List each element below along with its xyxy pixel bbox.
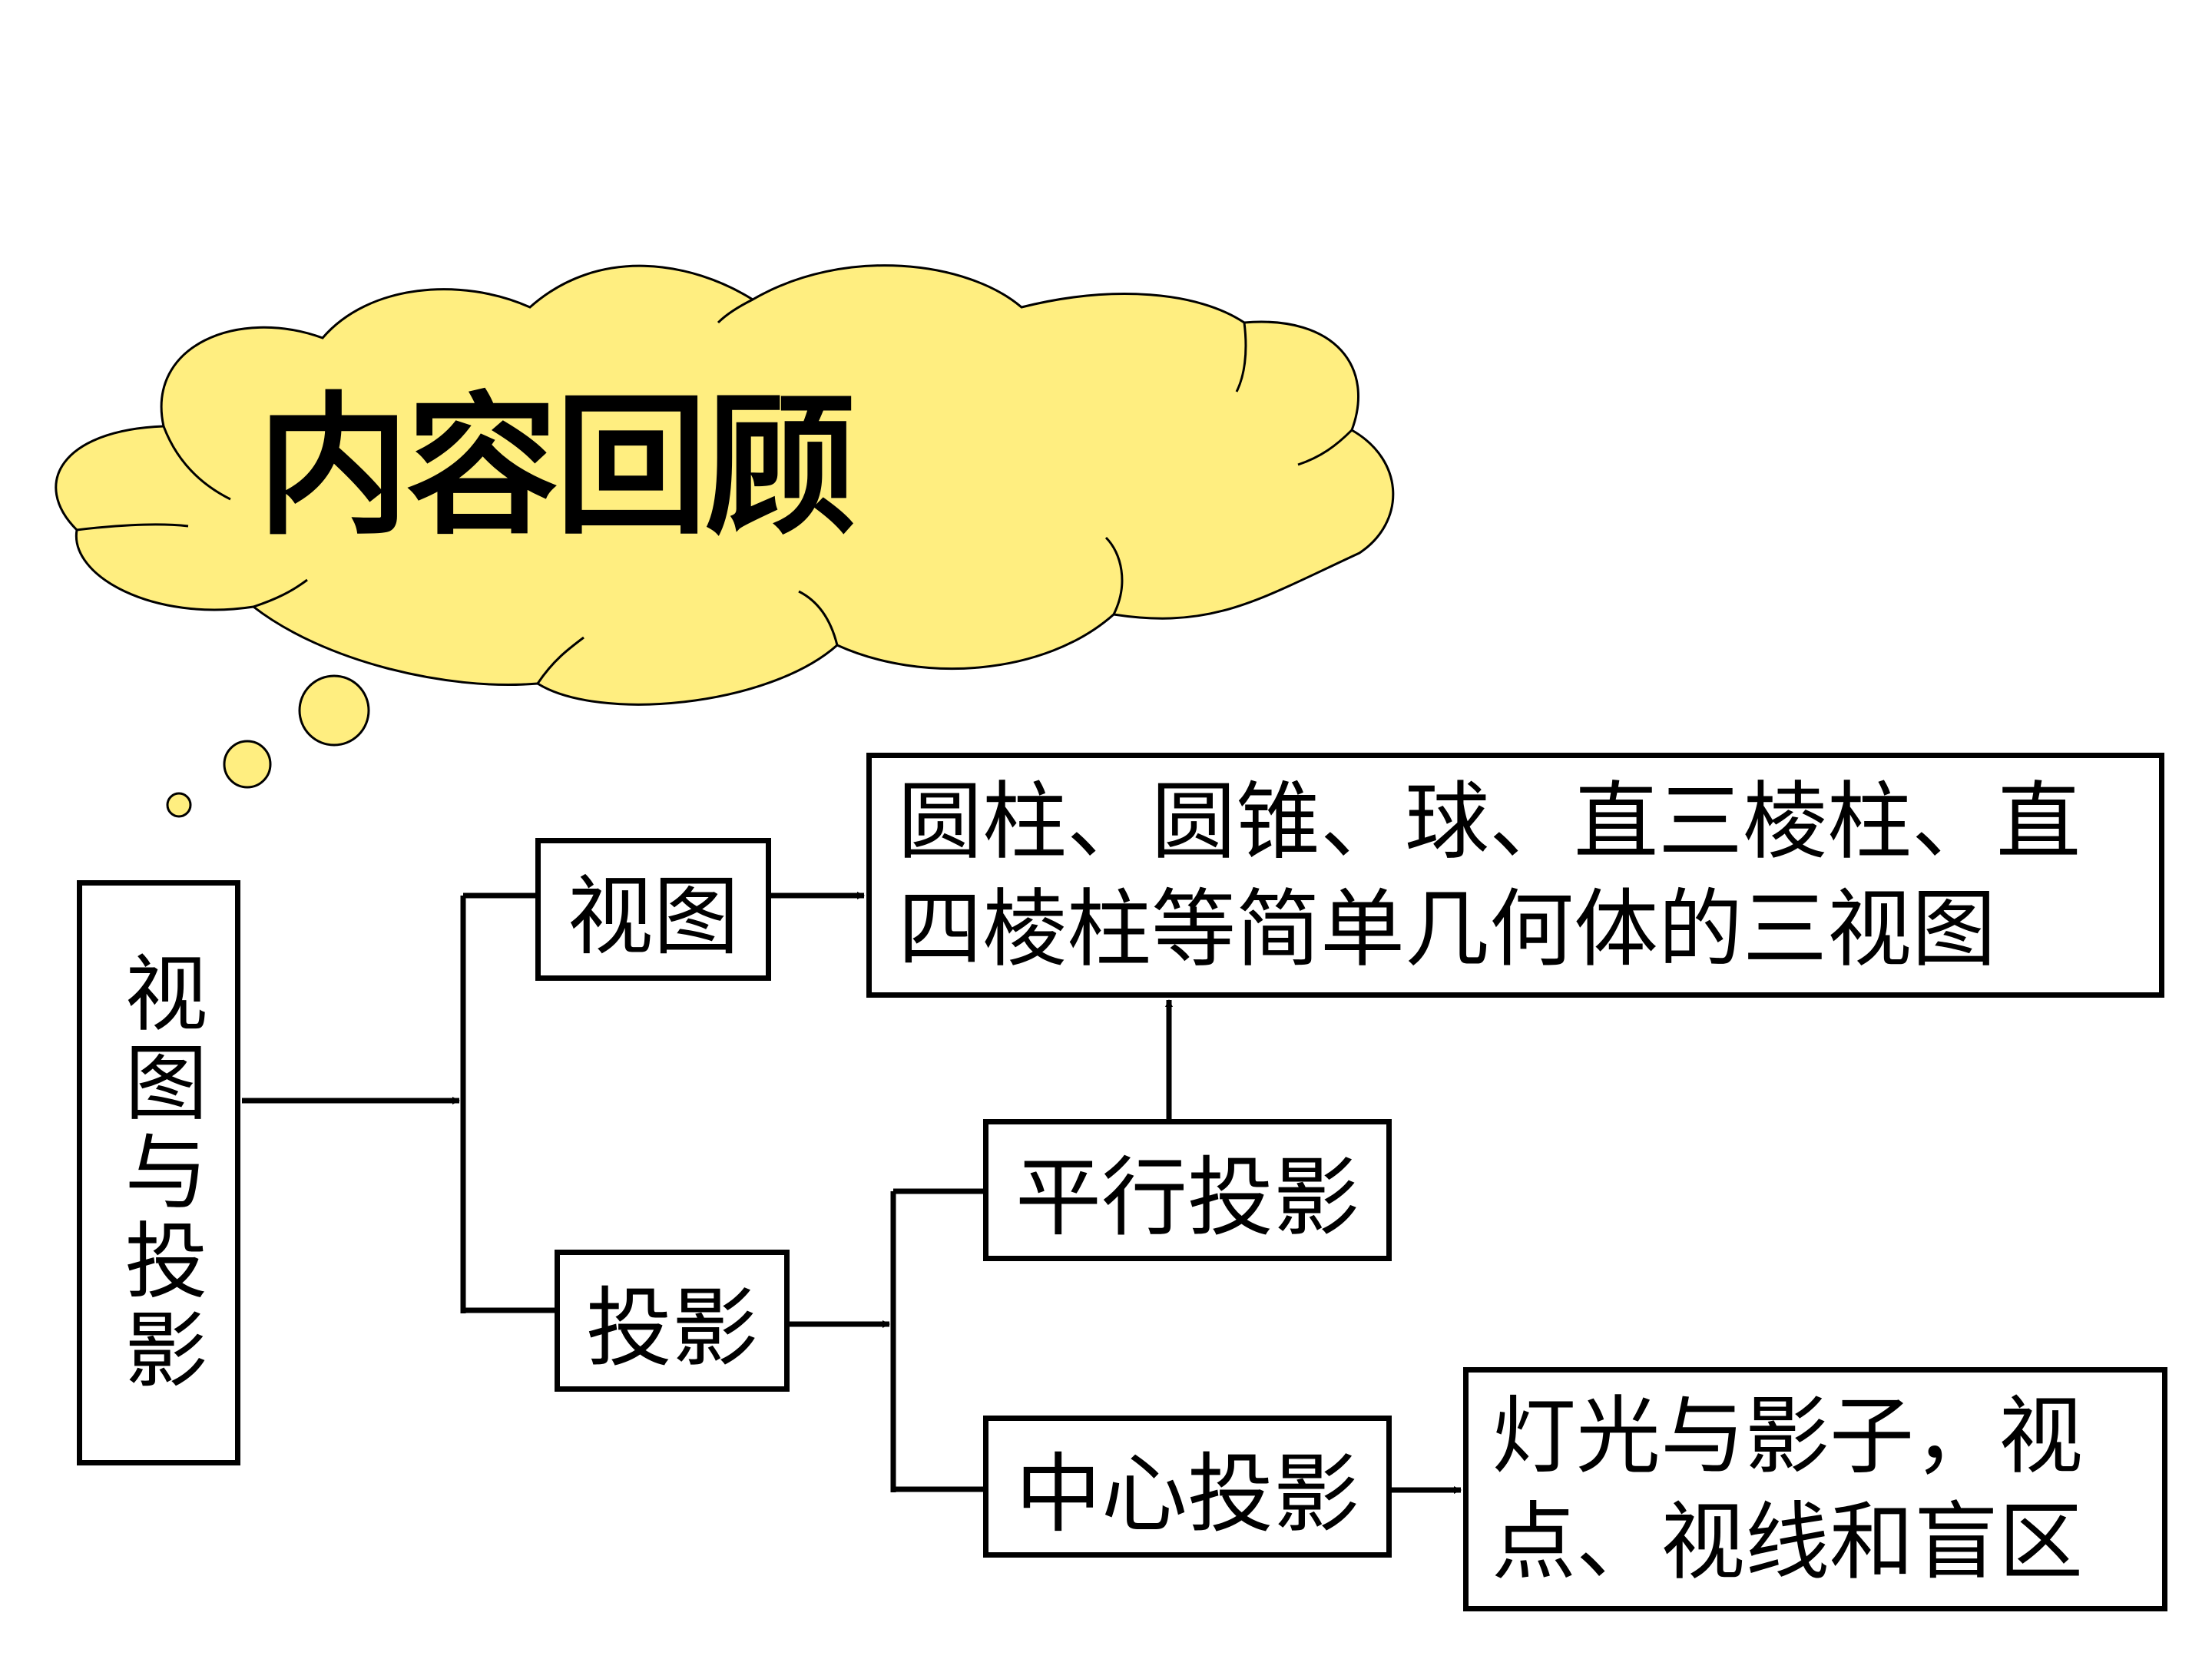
node-projection: 投影 <box>555 1250 790 1392</box>
node-central-label: 中心投影 <box>1015 1444 1359 1545</box>
cloud-inner-line <box>1104 536 1124 615</box>
node-view-label: 视图 <box>567 867 740 967</box>
thought-cloud <box>55 264 1395 818</box>
thought-bubble-large <box>298 674 370 747</box>
node-parallel-projection: 平行投影 <box>983 1119 1392 1261</box>
node-view: 视图 <box>535 838 771 981</box>
cloud-inner-line <box>1297 429 1353 466</box>
cloud-inner-line <box>253 578 308 608</box>
page-title: 内容回顾 <box>257 377 856 555</box>
cloud-inner-line <box>162 426 231 501</box>
cloud-inner-line <box>536 636 584 684</box>
cloud-inner-line <box>76 523 189 531</box>
node-root: 视图与投影 <box>77 880 240 1465</box>
thought-bubble-small <box>166 792 192 818</box>
node-parallel-label: 平行投影 <box>1015 1147 1359 1248</box>
node-central-projection: 中心投影 <box>983 1416 1392 1558</box>
cloud-inner-line <box>798 590 839 646</box>
cloud-shape <box>55 264 1395 706</box>
node-root-label: 视图与投影 <box>111 950 207 1396</box>
node-light-shadow: 灯光与影子，视点、视线和盲区 <box>1463 1367 2167 1611</box>
node-three-view: 圆柱、圆锥、球、直三棱柱、直四棱柱等简单几何体的三视图 <box>866 753 2164 998</box>
cloud-inner-line <box>717 298 753 324</box>
connectors <box>242 892 1462 1494</box>
node-light-shadow-label: 灯光与影子，视点、视线和盲区 <box>1492 1387 2083 1591</box>
cloud-inner-line <box>1235 322 1247 392</box>
thought-bubble-medium <box>223 740 272 789</box>
node-three-view-label: 圆柱、圆锥、球、直三棱柱、直四棱柱等简单几何体的三视图 <box>898 772 2081 979</box>
node-projection-label: 投影 <box>586 1278 758 1379</box>
